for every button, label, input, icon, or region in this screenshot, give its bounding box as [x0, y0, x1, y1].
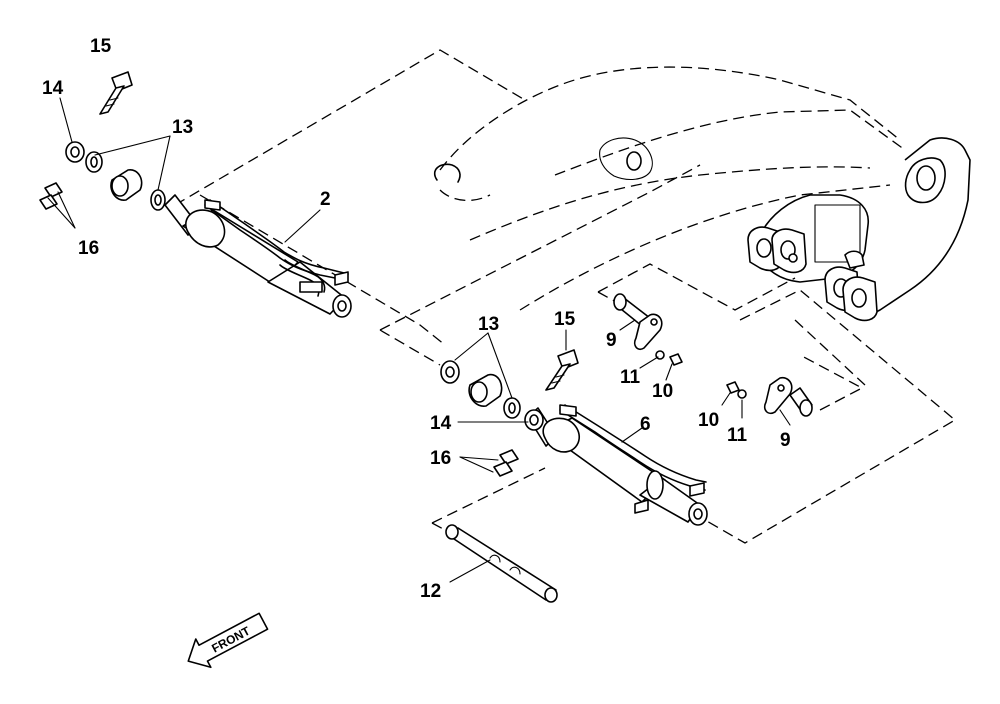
- bolt-head-icon: [557, 349, 579, 370]
- leader-lines: [47, 97, 791, 583]
- washer-icon: [737, 389, 747, 399]
- lower-hardware: [440, 349, 579, 477]
- pin-9-left: [613, 293, 683, 366]
- bracket-hole-icon: [916, 165, 936, 191]
- boom-outline: [433, 66, 906, 311]
- callout-15: 15: [554, 309, 576, 330]
- callout-10: 10: [698, 410, 719, 431]
- boom-bracket: [747, 137, 971, 322]
- front-arrow: FRONT: [187, 612, 269, 669]
- nut-icon: [44, 182, 63, 198]
- pin-9-right: [726, 376, 813, 417]
- callout-13: 13: [478, 314, 499, 335]
- reference-lines: [174, 49, 957, 544]
- boom-pin-boss: [626, 151, 642, 171]
- callout-11: 11: [620, 367, 641, 388]
- callout-16: 16: [78, 238, 99, 259]
- callout-14: 14: [430, 413, 452, 434]
- bolt-icon: [669, 353, 683, 366]
- cylinder-upper: [164, 194, 352, 318]
- callout-10: 10: [652, 381, 673, 402]
- nut-icon: [499, 449, 519, 465]
- callout-14: 14: [42, 78, 64, 99]
- callout-13: 13: [172, 117, 193, 138]
- pin-12: [445, 524, 558, 603]
- bolt-head-icon: [111, 71, 133, 92]
- bracket-lug-hole: [756, 238, 772, 258]
- bolt-icon: [726, 381, 740, 394]
- callout-12: 12: [420, 581, 441, 602]
- bracket-lug-hole: [851, 288, 867, 308]
- callout-11: 11: [727, 425, 748, 446]
- callout-6: 6: [640, 414, 651, 435]
- callout-9: 9: [606, 330, 617, 351]
- callouts: 15 14 13 16 2 13 15 9 11 10 14 6 16 10 1…: [42, 36, 791, 602]
- callout-15: 15: [90, 36, 112, 57]
- cylinder-lower: [527, 404, 708, 526]
- callout-16: 16: [430, 448, 451, 469]
- nut-icon: [493, 461, 513, 477]
- front-arrow-icon: [187, 612, 269, 669]
- nut-icon: [39, 194, 58, 210]
- upper-hardware: [39, 71, 166, 211]
- callout-2: 2: [320, 189, 331, 210]
- callout-9: 9: [780, 430, 791, 451]
